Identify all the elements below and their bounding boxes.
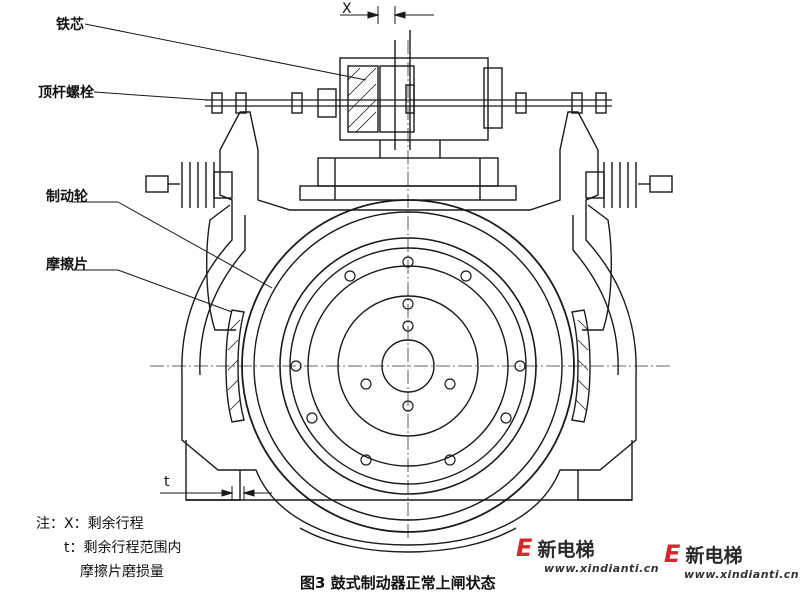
core-slot (405, 84, 415, 114)
brake-wheel-web (289, 247, 527, 485)
figure-caption: 图3 鼓式制动器正常上闸状态 (300, 574, 496, 592)
left-brake-shoe (225, 309, 245, 423)
brake-wheel-hub-ring (279, 237, 537, 495)
watermark-1: E 新电梯 www.xindianti.cn (516, 534, 659, 575)
note-line-1: 注：X：剩余行程 (36, 516, 144, 532)
magnet-cap (483, 67, 503, 129)
leader-lines (72, 23, 367, 313)
friction-pad-hatch (227, 319, 589, 411)
bolt-nut-right-2 (571, 92, 583, 114)
bolt-holes (290, 256, 526, 466)
label-friction-pad: 摩擦片 (46, 257, 88, 273)
watermark-logo-icon-2: E (664, 540, 681, 568)
label-brake-wheel: 制动轮 (46, 189, 88, 205)
watermark-name-2: 新电梯 (685, 545, 743, 567)
watermark-logo-icon: E (516, 534, 533, 562)
housing-inner-right (572, 215, 619, 376)
bolt-nut-left-2 (235, 92, 247, 114)
lower-arc (299, 527, 517, 553)
bolt-nut-right-3 (515, 92, 527, 114)
left-spring (145, 162, 233, 208)
bolt-nut-right-1 (595, 92, 607, 114)
bolt-nut-left-1 (211, 92, 223, 114)
left-arm (206, 204, 236, 331)
label-dim-t: t (164, 474, 170, 490)
housing-inner-left (199, 215, 246, 376)
magnet-core (379, 65, 415, 133)
right-arm (582, 204, 612, 331)
note-line-2: t：剩余行程范围内 (64, 540, 182, 556)
brake-wheel-rim (253, 211, 563, 521)
label-iron-core: 铁芯 (56, 17, 84, 33)
brake-wheel-bore (381, 339, 435, 393)
note-line-3: 摩擦片磨损量 (80, 564, 164, 580)
brake-wheel-inner (307, 265, 509, 467)
watermark-2: E 新电梯 www.xindianti.cn (664, 540, 799, 581)
coil-hatch (347, 67, 377, 133)
dimension-t (160, 486, 272, 500)
housing-outline (181, 111, 637, 546)
bolt-nut-left-4 (317, 88, 337, 118)
watermark-url: www.xindianti.cn (544, 562, 660, 575)
label-dim-x: X (342, 1, 352, 17)
right-brake-shoe (571, 309, 591, 423)
magnet-body (339, 57, 489, 141)
watermark-name: 新电梯 (537, 539, 595, 561)
right-spring (585, 162, 673, 208)
brake-wheel-hub (337, 295, 479, 437)
dimension-x (340, 6, 434, 24)
bolt-nut-left-3 (291, 92, 303, 114)
label-ejector-bolt: 顶杆螺栓 (38, 85, 94, 101)
brake-wheel-outer (241, 199, 575, 533)
center-lines (150, 40, 670, 540)
watermark-url-2: www.xindianti.cn (684, 568, 800, 581)
magnet-coil-left (347, 65, 379, 133)
